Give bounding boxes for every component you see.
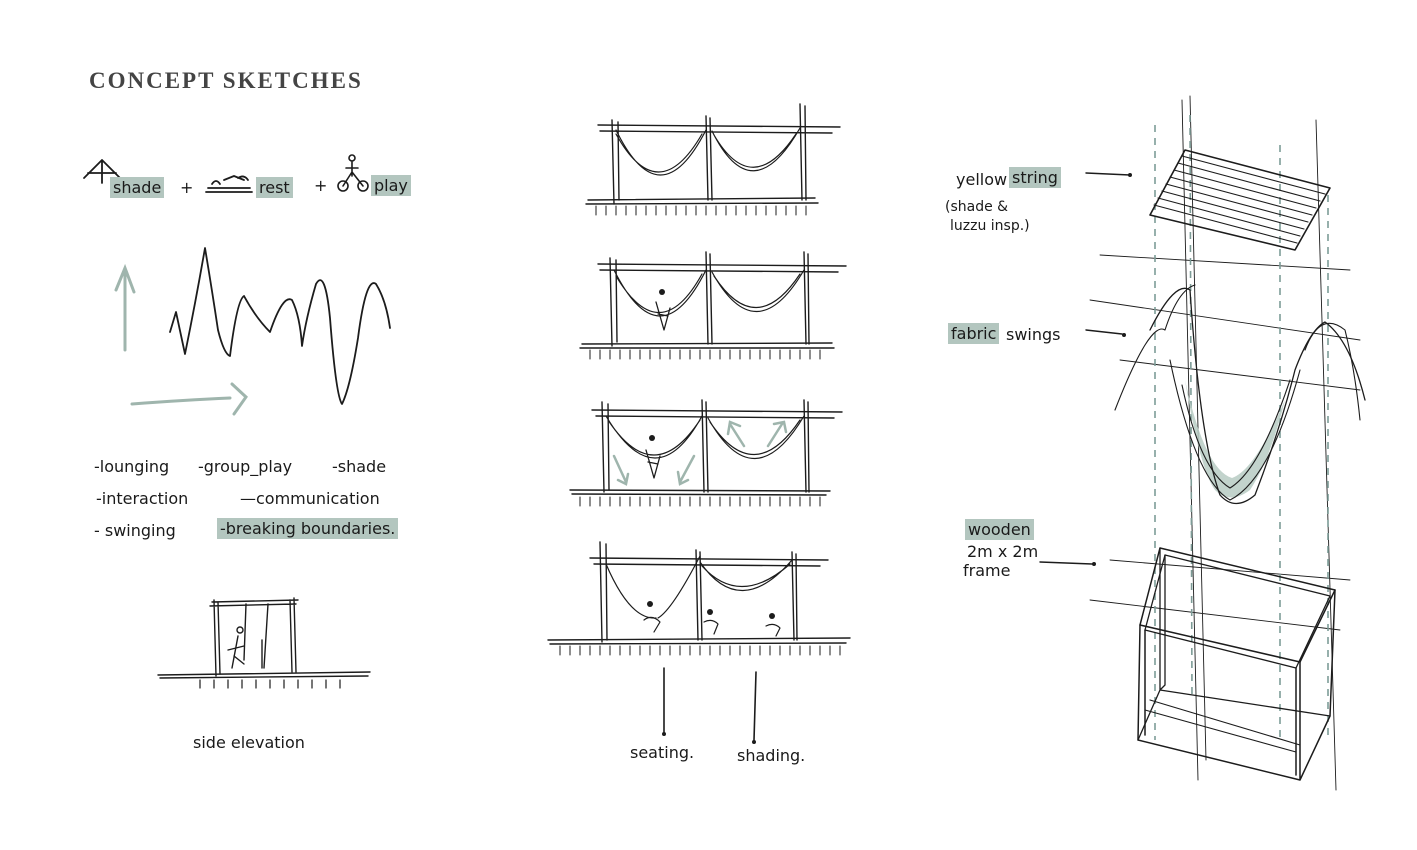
up-arrow-icon <box>726 420 746 448</box>
annotation-swings: swings <box>1006 325 1061 344</box>
wave-line <box>169 247 391 405</box>
annotation-yellow: yellow <box>956 170 1008 189</box>
formula-rest: rest <box>256 177 293 198</box>
annotation-fabric: fabric <box>948 323 1000 344</box>
leader-lines <box>1039 172 1132 566</box>
side-elevation-label: side elevation <box>193 733 305 752</box>
frame-sketch-2 <box>579 251 847 360</box>
annotation-wooden: wooden <box>965 519 1034 540</box>
frame-sketch-3 <box>569 399 843 507</box>
annotation-string: string <box>1009 167 1061 188</box>
label-seating: seating. <box>630 743 695 762</box>
keyword-interaction: -interaction <box>96 489 189 508</box>
fabric-swing <box>1114 284 1366 505</box>
formula-shade: shade <box>110 177 165 198</box>
keyword-group-play: -group_play <box>198 457 293 476</box>
wooden-frame <box>1137 547 1336 781</box>
bicycle-icon <box>337 154 369 192</box>
keyword-swinging: - swinging <box>94 521 176 540</box>
up-arrow-icon <box>766 420 788 448</box>
annotation-frame: frame <box>963 561 1011 580</box>
annotation-size: 2m x 2m <box>967 542 1039 561</box>
formula-plus: + <box>314 176 328 195</box>
keyword-breaking-boundaries: -breaking boundaries. <box>217 518 399 539</box>
page-title: CONCEPT SKETCHES <box>89 68 363 93</box>
keyword-lounging: -lounging <box>94 457 170 476</box>
string-shade-panel <box>1149 149 1331 251</box>
bed-icon <box>205 175 253 193</box>
frame-sketch-1 <box>585 103 841 216</box>
dashed-guides <box>1154 114 1329 740</box>
umbrella-icon <box>83 159 121 184</box>
keyword-shade: -shade <box>332 457 387 476</box>
frame-sketch-4 <box>547 541 851 744</box>
formula-play: play <box>371 175 411 196</box>
keyword-communication: —communication <box>240 489 380 508</box>
annotation-shade-note: (shade & <box>945 199 1009 215</box>
right-arrow-icon <box>130 382 248 416</box>
label-shading: shading. <box>737 746 806 765</box>
down-arrow-icon <box>612 454 630 486</box>
down-arrow-icon <box>676 454 696 486</box>
up-arrow-icon <box>114 263 136 352</box>
annotation-luzzu-note: luzzu insp.) <box>950 218 1030 234</box>
formula-plus: + <box>180 178 194 197</box>
